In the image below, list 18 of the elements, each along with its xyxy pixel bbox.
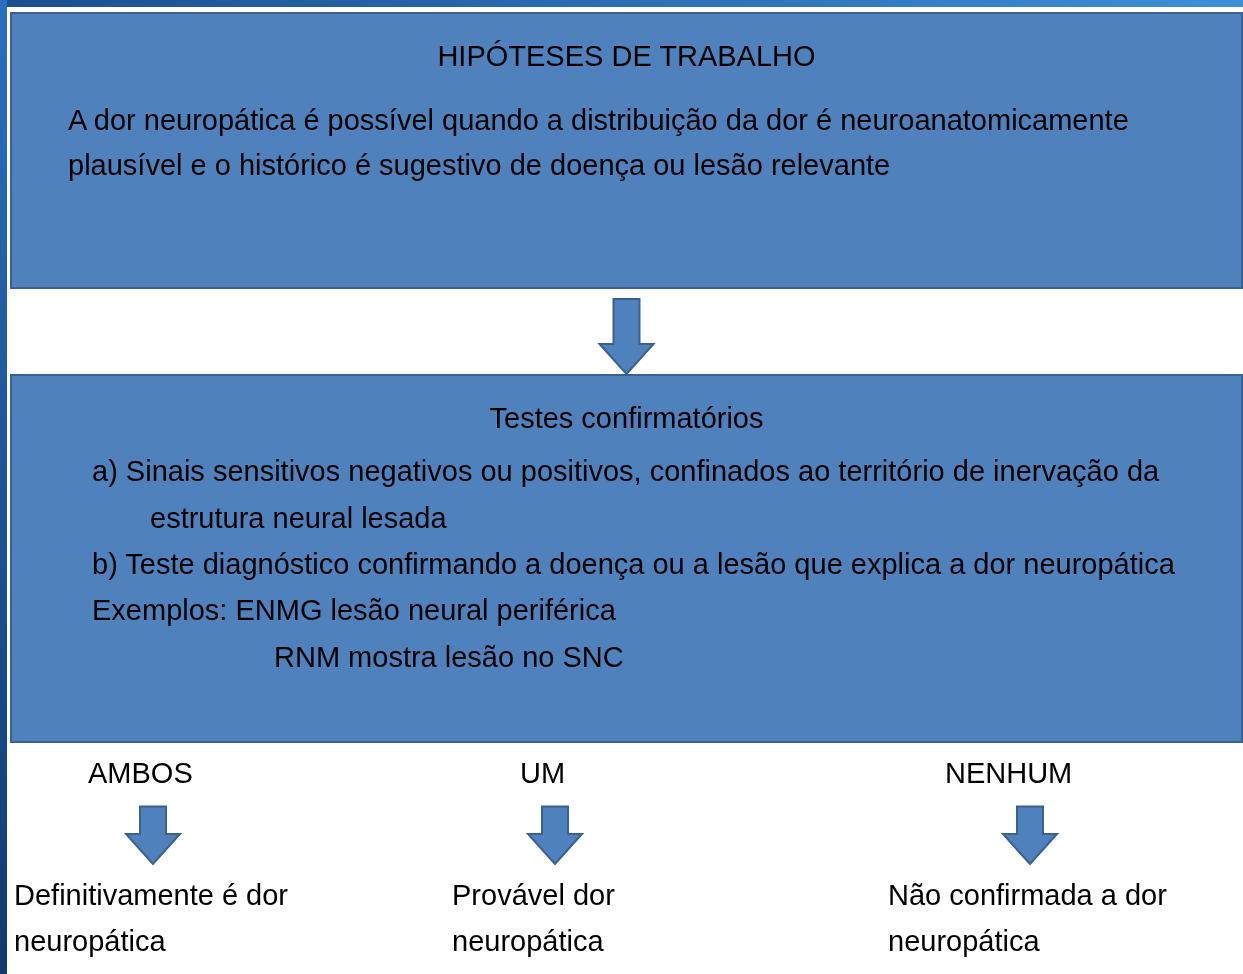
example-text: Exemplos: ENMG lesão neural periférica	[91, 593, 617, 629]
result-text: Não confirmada a dor neuropática	[888, 878, 1168, 960]
process-box	[10, 12, 1243, 289]
list-item: b) Teste diagnóstico confirmando a doença ou a lesão que explica a dor neuropática	[91, 547, 1176, 583]
box-heading: HIPÓTESES DE TRABALHO	[436, 39, 817, 74]
branch-label: UM	[520, 756, 567, 791]
box-heading: Testes confirmatórios	[488, 401, 765, 436]
result-text: Definitivamente é dor neuropática	[14, 878, 290, 960]
process-box	[10, 374, 1243, 743]
example-text: RNM mostra lesão no SNC	[273, 639, 625, 675]
block-arrow	[597, 298, 656, 376]
block-arrow	[1000, 805, 1060, 866]
box-text: A dor neuropática é possível quando a distribuição da dor é neuroanatomicamente plausível e o histórico é sugestivo de doença ou lesão relevante	[67, 103, 1130, 184]
branch-label: AMBOS	[88, 756, 194, 791]
result-text: Provável dor neuropática	[452, 878, 616, 960]
block-arrow	[525, 805, 585, 866]
block-arrow	[123, 805, 183, 866]
branch-label: NENHUM	[945, 756, 1074, 791]
